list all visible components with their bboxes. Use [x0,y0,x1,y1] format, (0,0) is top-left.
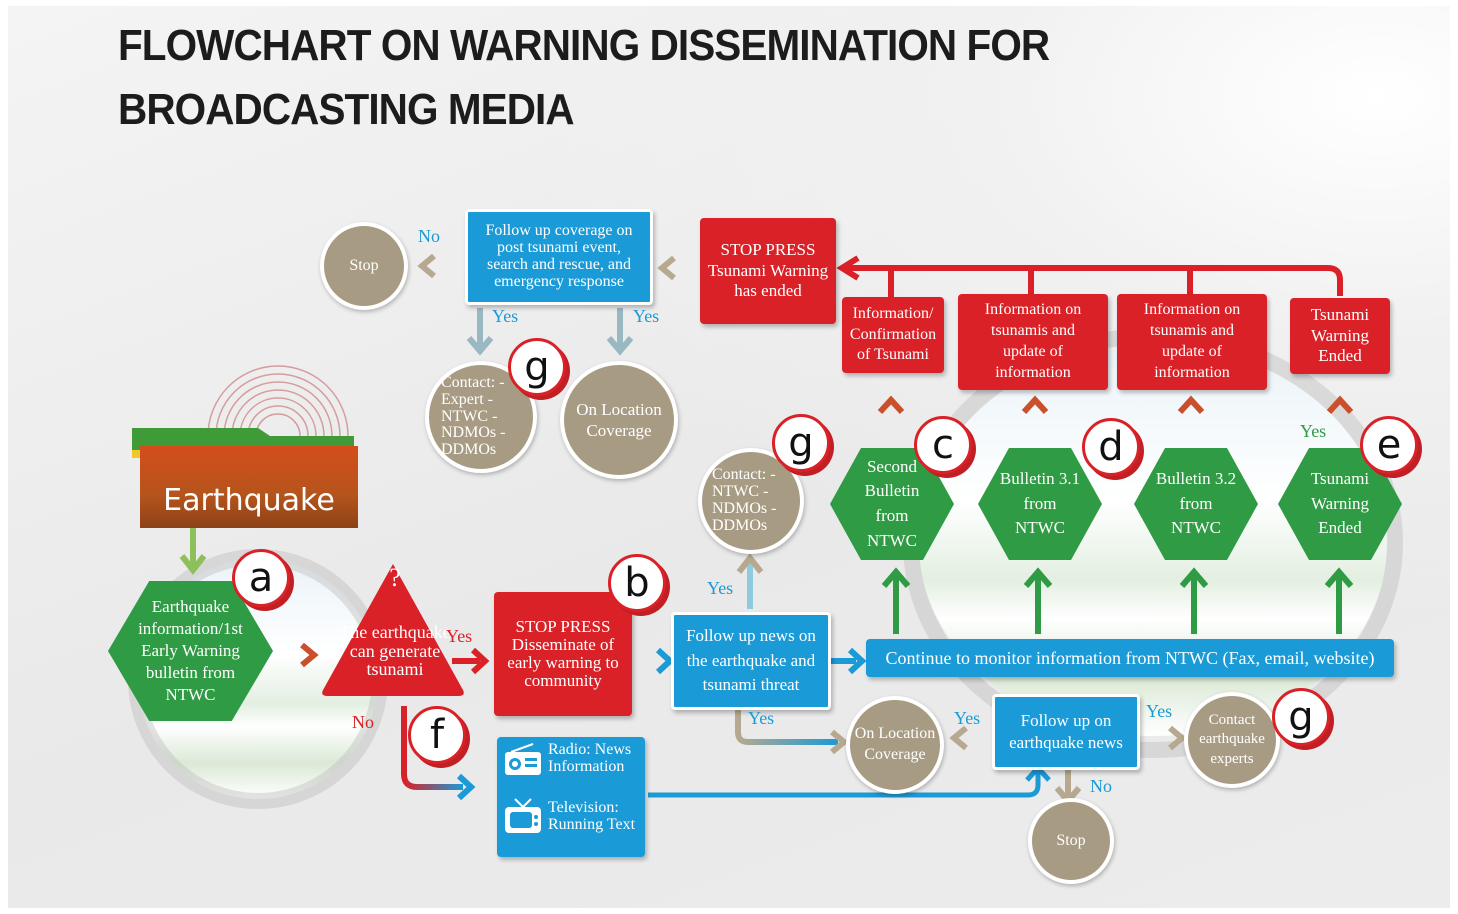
label-no-question: No [352,712,374,732]
node-second-bulletin: Second Bulletin from NTWC [830,448,954,560]
earthquake-banner: Earthquake [140,446,358,528]
page-title-line1: FLOWCHART ON WARNING DISSEMINATION FOR [118,21,1050,70]
decision-question: The earthquake can generate tsunami [339,621,451,680]
badge-g-contact: g [772,414,830,472]
radio-icon [505,743,541,775]
label-yes-onloc-bottom: Yes [954,708,981,728]
badge-b: b [608,554,666,612]
label-yes-follow-down: Yes [748,708,775,728]
badge-f: f [408,706,466,764]
label-no-top: No [418,226,440,246]
node-follow-up-eq-news: Follow up on earthquake news [992,694,1140,770]
badge-a: a [232,549,290,607]
node-follow-up-news: Follow up news on the earthquake and tsu… [671,612,831,710]
media-radio-text: Radio: News Information [548,741,632,775]
badge-d: d [1082,418,1140,476]
page-title-line2: BROADCASTING MEDIA [118,85,575,134]
node-info-update-1: Information on tsunamis and update of in… [958,294,1108,390]
node-on-location-bottom: On Location Coverage [846,696,944,794]
label-yes-contact-eq: Yes [1146,701,1173,721]
label-yes-question: Yes [446,626,473,646]
node-monitor-ntwc: Continue to monitor information from NTW… [866,639,1394,677]
badge-g-eq-experts: g [1272,688,1330,746]
node-info-update-2: Information on tsunamis and update of in… [1117,294,1267,390]
node-contact-expert: Contact: - Expert - NTWC - NDMOs - DDMOs [425,361,537,473]
decision-question-mark: ? [389,563,401,593]
seismic-wave-icon [207,365,349,437]
badge-c: c [914,416,972,474]
label-yes-e: Yes [1300,421,1327,441]
label-no-follow-eq: No [1090,776,1112,796]
node-info-confirmation: Information/ Confirmation of Tsunami [842,297,944,373]
label-yes-contact: Yes [707,578,734,598]
node-follow-up-post-tsunami: Follow up coverage on post tsunami event… [465,209,653,305]
flowchart-canvas: FLOWCHART ON WARNING DISSEMINATION FOR B… [8,6,1450,908]
label-yes-top-left: Yes [492,306,519,326]
badge-e: e [1360,416,1418,474]
television-icon [505,798,541,833]
decision-triangle [322,564,464,696]
media-tv-text: Television: Running Text [548,799,636,833]
node-stop-press-disseminate: STOP PRESS Disseminate of early warning … [494,592,632,716]
node-tsunami-warning-ended-red: Tsunami Warning Ended [1290,298,1390,374]
node-stop-top: Stop [320,222,408,310]
badge-g-top-left: g [508,338,566,396]
node-contact-eq-experts: Contact earthquake experts [1184,692,1280,788]
node-on-location-top: On Location Coverage [560,361,678,479]
label-yes-top-right: Yes [633,306,660,326]
node-stop-bottom: Stop [1028,798,1114,884]
node-stop-press-ended: STOP PRESS Tsunami Warning has ended [700,218,836,324]
